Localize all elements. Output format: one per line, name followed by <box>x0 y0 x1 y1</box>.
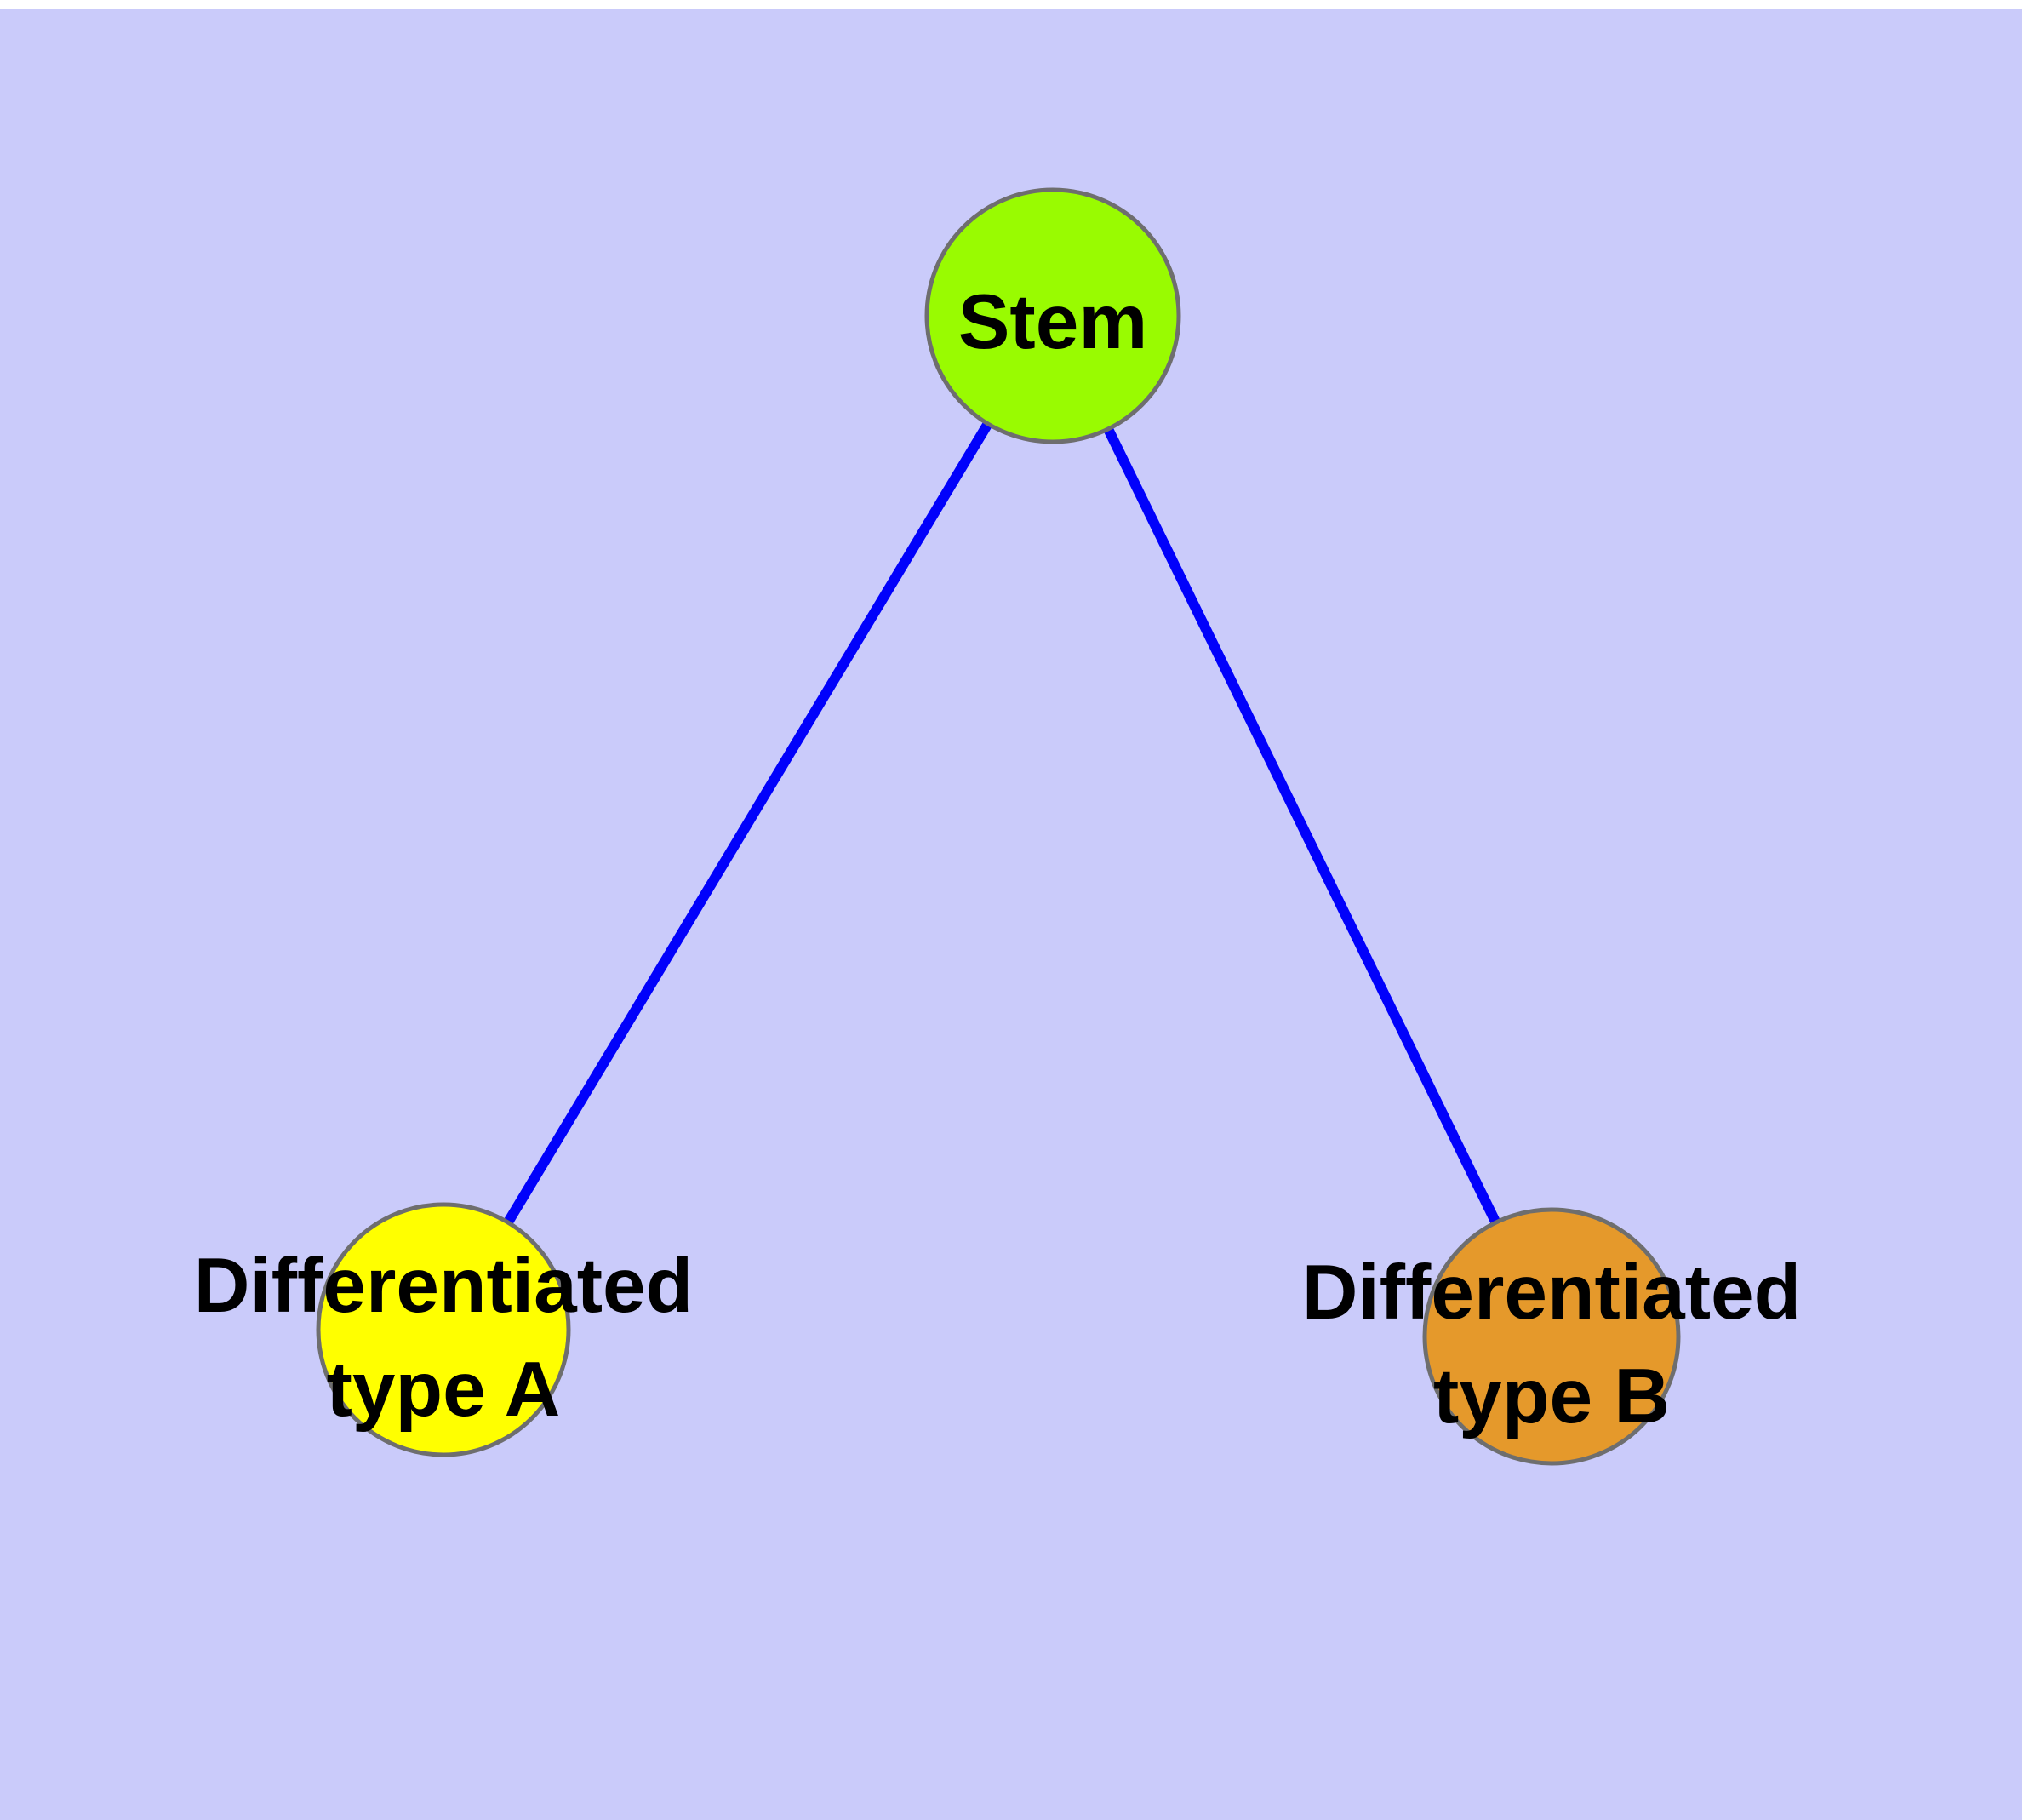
node-stem-label: Stem <box>957 279 1148 365</box>
edge-stem-to-type-b <box>1048 313 1557 1339</box>
node-type-b-label: Differentiated type B <box>1301 1250 1802 1439</box>
right-white-margin <box>2022 0 2029 111</box>
node-type-b-circle <box>1422 1207 1681 1466</box>
node-type-a-label: Differentiated type A <box>193 1243 694 1433</box>
node-type-a-circle <box>316 1202 571 1457</box>
edge-stem-to-type-a <box>438 312 1058 1333</box>
node-stem-circle <box>924 187 1181 444</box>
top-white-margin <box>0 0 2029 9</box>
